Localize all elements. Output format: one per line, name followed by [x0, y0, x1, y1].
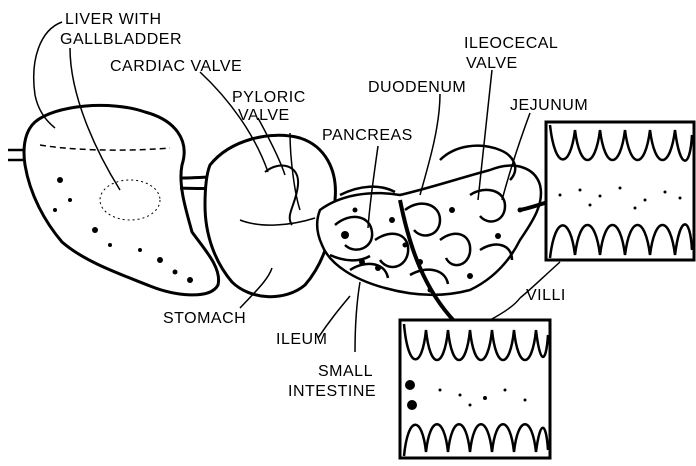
label-duodenum: DUODENUM [368, 79, 466, 96]
label-small-intestine-line2: INTESTINE [288, 383, 376, 400]
label-pyloric-line2: VALVE [238, 107, 290, 124]
label-cardiac-valve: CARDIAC VALVE [110, 58, 242, 75]
villi-inset-upper [546, 122, 694, 260]
label-ileocecal-line1: ILEOCECAL [464, 35, 558, 52]
label-pancreas: PANCREAS [322, 127, 413, 144]
label-small-intestine-line1: SMALL [318, 363, 373, 380]
label-jejunum: JEJUNUM [510, 97, 588, 114]
label-liver-line2: GALLBLADDER [60, 31, 182, 48]
label-liver-line1: LIVER WITH [65, 11, 162, 28]
label-stomach: STOMACH [163, 310, 246, 327]
label-villi: VILLI [526, 287, 566, 304]
label-pyloric-line1: PYLORIC [232, 89, 306, 106]
liver-organ [24, 105, 219, 295]
intestine-cluster [317, 146, 541, 295]
villi-inset-lower [400, 320, 550, 458]
label-ileocecal-line2: VALVE [466, 55, 518, 72]
label-ileum: ILEUM [276, 331, 327, 348]
